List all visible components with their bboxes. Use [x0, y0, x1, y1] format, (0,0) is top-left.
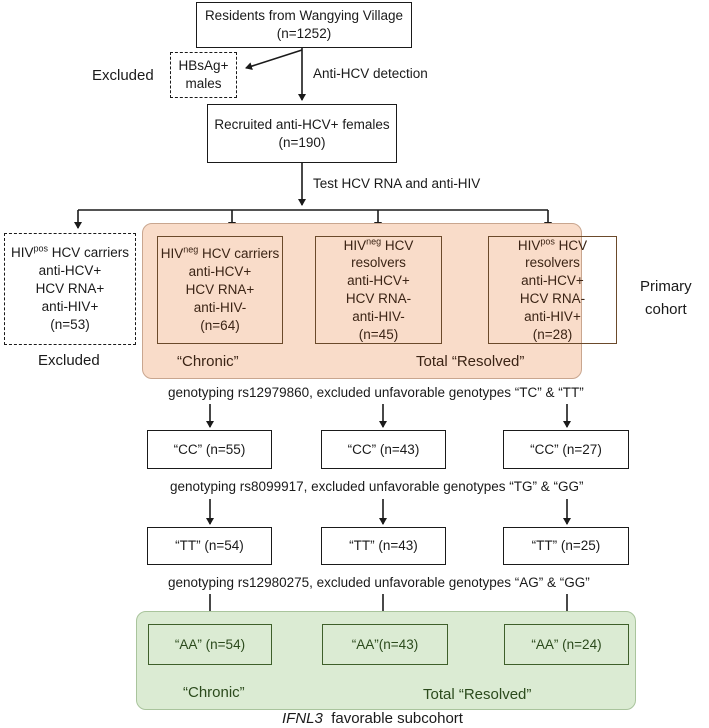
subcohort-panel — [136, 611, 636, 710]
result-text: “TT” (n=25) — [531, 538, 601, 554]
result-box: “TT” (n=43) — [321, 527, 446, 565]
hiv-status-sup: pos — [540, 236, 555, 247]
group-line: anti-HIV- — [352, 308, 405, 324]
genotyping-step-3: genotyping rs12980275, excluded unfavora… — [168, 575, 590, 590]
subcohort-result-box: “AA” (n=54) — [148, 624, 272, 665]
chronic-label-subcohort: “Chronic” — [183, 684, 245, 701]
residents-count: (n=1252) — [276, 26, 332, 41]
resolved-label-primary: Total “Resolved” — [413, 353, 528, 370]
result-box: “CC” (n=27) — [503, 430, 629, 469]
recruited-title: Recruited anti-HCV+ females — [214, 116, 390, 132]
group-line: HCV RNA- — [345, 291, 412, 306]
result-text: “CC” (n=27) — [530, 441, 602, 457]
subcohort-result-text: “AA” (n=24) — [531, 636, 602, 652]
subcohort-gene: IFNL3 — [282, 710, 323, 727]
hiv-status-sup: pos — [33, 243, 48, 254]
subcohort-caption: IFNL3 favorable subcohort — [282, 710, 463, 727]
hiv-prefix: HIV — [160, 246, 184, 262]
excluded-hiv-line: HCV RNA+ — [35, 281, 105, 297]
result-box: “CC” (n=55) — [147, 430, 272, 469]
hiv-status-sup: neg — [183, 244, 199, 255]
primary-cohort-label: Primary cohort — [640, 276, 692, 321]
group-count: (n=64) — [200, 317, 240, 333]
excluded-hbsag-box: HBsAg+ males — [170, 52, 237, 98]
hiv-status-sup: neg — [366, 236, 382, 247]
excluded-hiv-line: anti-HCV+ — [38, 263, 102, 279]
group-line: HCV RNA+ — [185, 282, 255, 298]
group-box-hiv-pos-resolvers: HIVpos HCV resolvers anti-HCV+ HCV RNA- … — [488, 236, 617, 344]
genotyping-step-2: genotyping rs8099917, excluded unfavorab… — [170, 479, 584, 494]
residents-title: Residents from Wangying Village — [204, 8, 404, 24]
excluded-hbsag-line1: HBsAg+ — [178, 58, 229, 74]
result-text: “TT” (n=43) — [349, 538, 418, 554]
subcohort-result-text: “AA”(n=43) — [351, 636, 419, 652]
resolved-label-subcohort: Total “Resolved” — [420, 686, 535, 703]
chronic-label-primary: “Chronic” — [177, 353, 239, 370]
anti-hcv-detection-label: Anti-HCV detection — [313, 66, 428, 81]
genotyping-step-1: genotyping rs12979860, excluded unfavora… — [168, 385, 584, 400]
group-title-text: HCV carriers — [202, 246, 280, 262]
primary-cohort-line2: cohort — [644, 300, 687, 318]
primary-cohort-line1: Primary — [640, 278, 692, 295]
group-box-hiv-neg-resolvers: HIVneg HCV resolvers anti-HCV+ HCV RNA- … — [315, 236, 442, 344]
excluded-hbsag-line2: males — [185, 76, 222, 91]
group-box-hiv-neg-carriers: HIVneg HCV carriers anti-HCV+ HCV RNA+ a… — [157, 236, 283, 344]
residents-box: Residents from Wangying Village (n=1252) — [196, 2, 412, 48]
excluded-hiv-line: anti-HIV+ — [41, 298, 99, 314]
group-title: HIVneg HCV carriers — [161, 245, 280, 263]
subcohort-result-box: “AA” (n=24) — [504, 624, 629, 665]
excluded-label-hiv: Excluded — [38, 352, 100, 369]
excluded-hiv-title-text: HCV carriers — [51, 245, 130, 261]
subcohort-rest: favorable subcohort — [331, 710, 463, 727]
recruited-count: (n=190) — [278, 134, 326, 150]
subcohort-result-box: “AA”(n=43) — [322, 624, 448, 665]
group-line: HCV RNA- — [519, 291, 586, 306]
excluded-hiv-carriers-box: HIVpos HCV carriers anti-HCV+ HCV RNA+ a… — [4, 233, 136, 345]
group-line: anti-HIV+ — [524, 308, 581, 324]
group-title: HIVneg HCV resolvers — [316, 237, 441, 273]
hiv-prefix: HIV — [343, 237, 367, 253]
result-box: “CC” (n=43) — [321, 430, 446, 469]
subcohort-result-text: “AA” (n=54) — [174, 636, 246, 652]
group-line: anti-HCV+ — [347, 273, 410, 289]
result-text: “CC” (n=55) — [173, 441, 246, 457]
group-title-text: HCV resolvers — [525, 237, 588, 271]
group-title-text: HCV resolvers — [351, 237, 414, 271]
group-title: HIVpos HCV resolvers — [489, 237, 616, 273]
recruited-box: Recruited anti-HCV+ females (n=190) — [207, 104, 397, 163]
excluded-hiv-count: (n=53) — [50, 316, 90, 332]
group-line: anti-HIV- — [193, 299, 247, 315]
hiv-prefix: HIV — [517, 237, 541, 253]
group-line: anti-HCV+ — [188, 264, 252, 280]
group-count: (n=28) — [532, 326, 573, 342]
test-label: Test HCV RNA and anti-HIV — [313, 176, 481, 191]
result-text: “CC” (n=43) — [347, 441, 420, 457]
group-line: anti-HCV+ — [521, 273, 584, 289]
group-count: (n=45) — [358, 326, 399, 342]
result-text: “TT” (n=54) — [175, 538, 244, 554]
excluded-label-hbsag: Excluded — [92, 67, 154, 84]
hiv-prefix: HIV — [10, 245, 34, 261]
result-box: “TT” (n=54) — [147, 527, 272, 565]
result-box: “TT” (n=25) — [503, 527, 629, 565]
excluded-hiv-title: HIVpos HCV carriers — [11, 244, 129, 262]
